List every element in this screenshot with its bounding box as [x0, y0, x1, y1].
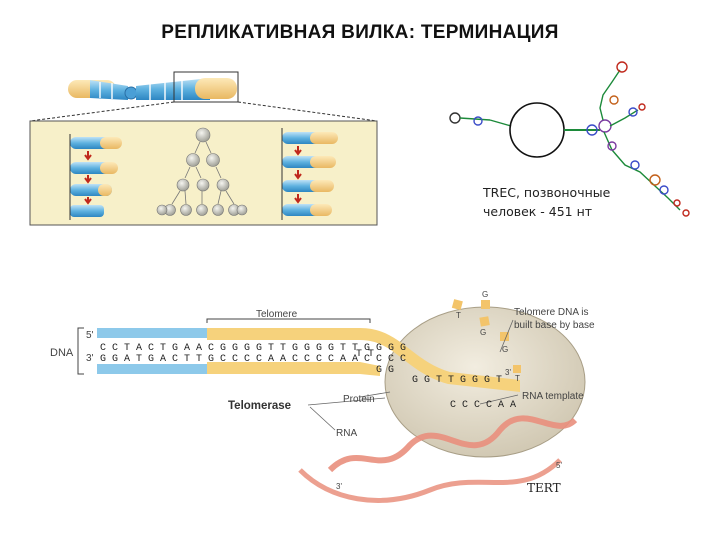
template-sequence: C C C C A A [450, 400, 516, 411]
shortening-chromosomes-left [69, 134, 122, 220]
trec-caption-line1: TREC, позвоночные [483, 185, 611, 200]
bent-sequence-2: G G [376, 365, 394, 376]
zoom-line-left [29, 101, 175, 122]
trec-rna-structure [449, 61, 690, 217]
telomerase-label: Telomerase [228, 400, 291, 412]
zoom-line-right [237, 101, 378, 122]
chromosome-end-right [195, 78, 237, 99]
telomere-bracket [206, 318, 371, 323]
chromosome-arm-left [90, 80, 128, 100]
telomere-shortening-panel [29, 120, 378, 226]
rna-template-label: RNA template [522, 391, 584, 402]
base-g3: G [502, 345, 508, 354]
tert-caption: TERT [527, 481, 561, 495]
cell-division-tree [156, 127, 248, 216]
page-title: РЕПЛИКАТИВНАЯ ВИЛКА: ТЕРМИНАЦИЯ [161, 22, 559, 43]
trec-caption: TREC, позвоночные человек - 451 нт [483, 183, 610, 221]
base-g1: G [482, 290, 488, 299]
rna-ribbon [327, 415, 578, 473]
dna-label: DNA [50, 347, 74, 359]
top-sequence: C C T A C T G A A C G G G G T T G G G G … [100, 343, 406, 354]
bent-sequence-1: T T [356, 349, 374, 360]
protein-label: Protein [343, 394, 375, 405]
zoom-box [173, 71, 239, 103]
telomerase-diagram [77, 299, 586, 503]
dna-top-strand-blue [97, 328, 207, 338]
dna-bottom-strand-blue [97, 364, 207, 374]
trec-central-loop [509, 102, 565, 158]
bottom-sequence: G G A T G A C T T G C C C C A A C C C C … [100, 354, 406, 365]
rna-label: RNA [336, 428, 357, 439]
base-t1: T [456, 311, 461, 320]
rna-5prime-label: 5' [556, 461, 562, 470]
telomere-bottom-strand [207, 362, 380, 376]
bent-sequence-3: G G T T G G G T [412, 375, 502, 386]
dna-5prime-label: 5' [86, 330, 94, 341]
telomere-dna-label-line2: built base by base [514, 320, 595, 331]
chromosome-overview [29, 71, 378, 122]
chromosome-arm-right [136, 78, 210, 100]
end-3prime-label: 3' [505, 368, 511, 377]
trec-caption-line2: человек - 451 нт [483, 204, 593, 219]
shortening-chromosomes-right [281, 128, 338, 220]
telomere-dna-label-line1: Telomere DNA is [514, 307, 588, 318]
dna-3prime-label: 3' [86, 353, 94, 364]
centromere [124, 86, 138, 100]
telomere-top-strand [207, 328, 520, 392]
telomere-label: Telomere [256, 309, 298, 320]
base-g2: G [480, 328, 486, 337]
rna-3prime-label: 3' [336, 482, 342, 491]
base-t2: T [515, 374, 520, 383]
